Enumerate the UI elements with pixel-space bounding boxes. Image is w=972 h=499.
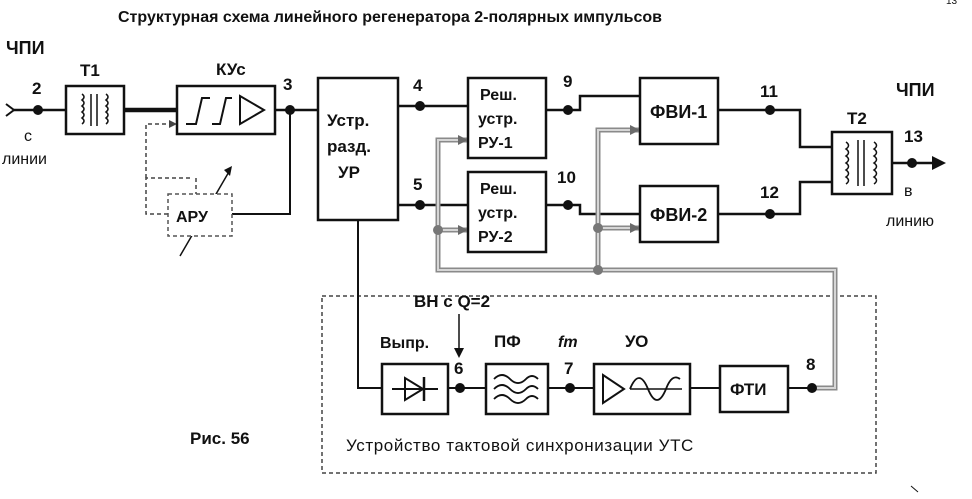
node-dot-5 — [415, 200, 425, 210]
page-number: 13 — [946, 0, 958, 7]
block-fvi2: ФВИ-2 — [638, 184, 720, 244]
node-3: 3 — [283, 75, 292, 94]
arrow-to-fvi1 — [630, 125, 640, 135]
ru2-line-2: устр. — [478, 205, 517, 222]
ru1-line-2: устр. — [478, 111, 517, 128]
diagram-title: Структурная схема линейного регенератора… — [118, 9, 662, 26]
clock-junction-1 — [433, 225, 443, 235]
node-2: 2 — [32, 79, 41, 98]
block-fvi1: ФВИ-1 — [638, 76, 720, 146]
arrow-to-ru1 — [458, 135, 468, 145]
vn-arrow — [454, 348, 464, 358]
node-13: 13 — [904, 127, 923, 146]
ru2-line-3: РУ-2 — [478, 229, 513, 246]
node-dot-7 — [565, 383, 575, 393]
node-5: 5 — [413, 175, 422, 194]
node-7: 7 — [564, 359, 573, 378]
block-t2 — [830, 130, 894, 196]
aru-label: АРУ — [176, 209, 209, 226]
scan-mark — [910, 485, 919, 493]
vn-label: ВН с Q=2 — [414, 292, 490, 311]
node-11: 11 — [760, 82, 778, 101]
block-ur: Устр. разд. УР — [316, 76, 400, 222]
block-kus — [175, 84, 277, 136]
uts-boundary — [321, 295, 877, 474]
figure-label: Рис. 56 — [190, 429, 250, 448]
block-pf — [484, 362, 550, 416]
node-dot-4 — [415, 101, 425, 111]
input-from-line-2: линии — [2, 151, 47, 168]
clock-junction-3 — [593, 223, 603, 233]
block-fti: ФТИ — [718, 364, 790, 414]
output-to-line-1: в — [904, 183, 913, 200]
output-arrow — [932, 156, 946, 170]
fvi2-label: ФВИ-2 — [650, 205, 707, 225]
block-aru: АРУ — [167, 193, 233, 237]
input-signal-label: ЧПИ — [6, 38, 45, 58]
label-kus: КУс — [216, 60, 246, 79]
node-dot-11 — [765, 105, 775, 115]
ru1-line-1: Реш. — [480, 87, 517, 104]
node-dot-13 — [907, 158, 917, 168]
output-to-line-2: линию — [886, 213, 934, 230]
node-dot-2 — [33, 105, 43, 115]
arrow-to-ru2 — [458, 225, 468, 235]
node-dot-9 — [563, 105, 573, 115]
node-12: 12 — [760, 183, 779, 202]
ru2-line-1: Реш. — [480, 181, 517, 198]
block-ru1: Реш. устр. РУ-1 — [466, 76, 548, 160]
ru1-line-3: РУ-1 — [478, 135, 513, 152]
fvi1-label: ФВИ-1 — [650, 102, 707, 122]
label-uo: УО — [625, 332, 648, 351]
node-dot-12 — [765, 209, 775, 219]
block-t1 — [64, 84, 126, 136]
node-10: 10 — [557, 168, 576, 187]
node-4: 4 — [413, 76, 423, 95]
input-from-line-1: с — [24, 128, 32, 145]
ur-line-3: УР — [338, 163, 360, 182]
output-signal-label: ЧПИ — [896, 80, 935, 100]
clock-wires — [433, 125, 838, 391]
ur-line-1: Устр. — [327, 111, 369, 130]
node-dot-6 — [455, 383, 465, 393]
label-vypr: Выпр. — [380, 335, 429, 352]
ur-line-2: разд. — [327, 137, 371, 156]
node-dot-8 — [807, 383, 817, 393]
uts-label: Устройство тактовой синхронизации УТС — [346, 436, 694, 455]
block-vypr — [380, 362, 450, 416]
label-t1: Т1 — [80, 61, 100, 80]
node-dot-3 — [285, 105, 295, 115]
arrow-to-fvi2 — [630, 223, 640, 233]
clock-junction-2 — [593, 265, 603, 275]
label-t2: Т2 — [847, 109, 867, 128]
node-8: 8 — [806, 355, 815, 374]
node-6: 6 — [454, 359, 463, 378]
ft-label: fт — [558, 334, 578, 351]
node-dot-10 — [563, 200, 573, 210]
block-ru2: Реш. устр. РУ-2 — [466, 170, 548, 254]
label-pf: ПФ — [494, 332, 521, 351]
node-9: 9 — [563, 72, 572, 91]
block-uo — [592, 362, 692, 416]
fti-label: ФТИ — [730, 380, 766, 399]
